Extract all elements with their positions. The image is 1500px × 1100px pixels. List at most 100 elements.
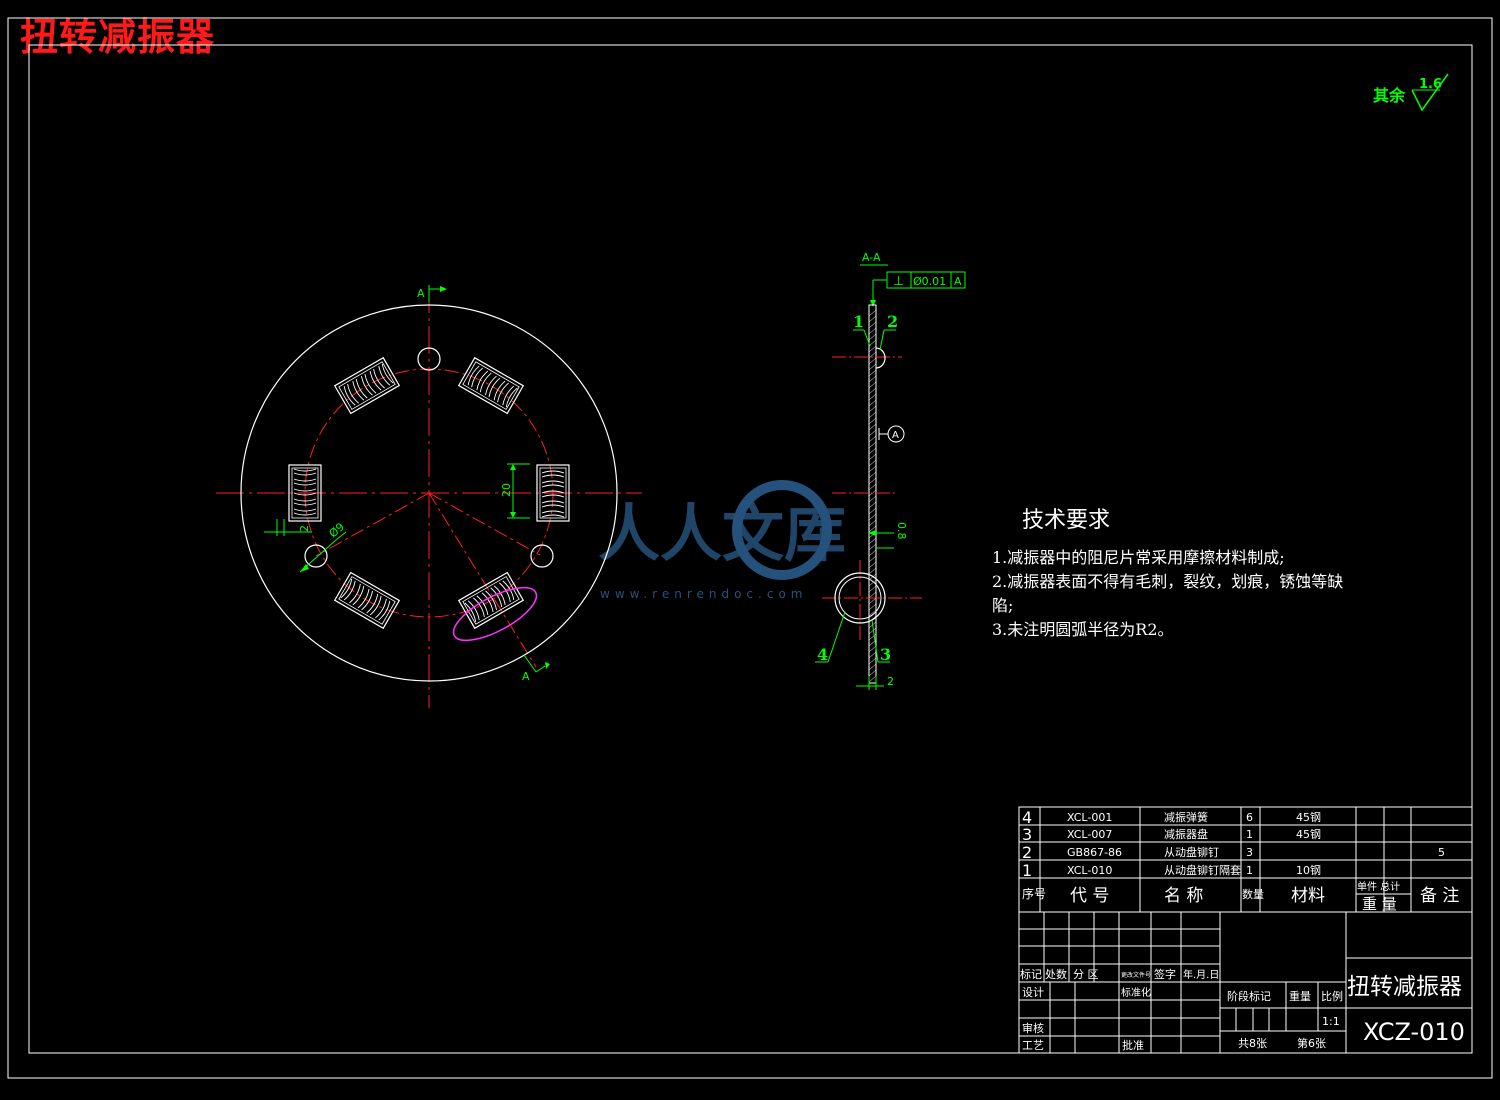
hatch-line: [868, 483, 877, 491]
hatch-line: [868, 417, 877, 425]
window-outline: [457, 356, 525, 415]
hatch-line: [868, 327, 877, 335]
window-inner: [462, 361, 520, 410]
spring-windows: [288, 356, 570, 630]
hatch-line: [868, 381, 877, 389]
window-inner: [338, 361, 396, 410]
hatch-line: [868, 423, 877, 431]
spring-coil: [369, 369, 385, 391]
spring-coil: [361, 374, 377, 396]
hatch-line: [868, 315, 877, 323]
spring-coil: [541, 500, 565, 508]
spring-coil: [481, 590, 497, 612]
hatch-line: [868, 627, 877, 635]
tb-part-name: 扭转减振器: [1347, 974, 1462, 1000]
tb-change-5: 年.月.日: [1183, 968, 1219, 981]
balloon-3-label: 3: [880, 645, 891, 664]
bom-no: 1: [1022, 861, 1032, 880]
dim-spring-gap-label: 2: [298, 525, 311, 532]
dim-hole-dia: Ø9: [299, 520, 347, 573]
rivet-hole-right: [530, 544, 554, 568]
window-outline: [457, 571, 525, 630]
hatch-line: [868, 405, 877, 413]
bom-qty: 3: [1246, 846, 1253, 859]
tb-standardize: 标准化: [1121, 986, 1151, 999]
watermark: 人人文库 www.renrendoc.com: [598, 480, 846, 601]
hatch-line: [868, 495, 877, 503]
bom-material: 10钢: [1296, 864, 1321, 877]
balloon-4: 4: [815, 611, 846, 664]
tb-scale-value: 1:1: [1322, 1015, 1340, 1028]
tech-line-3: 陷;: [992, 596, 1013, 615]
hatch-line: [868, 507, 877, 515]
bom-qty: 1: [1246, 828, 1253, 841]
spring-coil: [467, 365, 483, 388]
roughness-note: 其余 1.6: [1373, 73, 1449, 112]
tb-review: 审核: [1022, 1021, 1044, 1035]
hatch-line: [868, 339, 877, 347]
spring-coil: [293, 468, 317, 476]
hatch-line: [868, 543, 877, 551]
tech-line-1: 1.减振器中的阻尼片常采用摩擦材料制成;: [992, 548, 1285, 567]
inner-frame: [28, 44, 1473, 1054]
tolerance-frame: ⊥ Ø0.01 A: [870, 271, 966, 307]
hatch-line: [868, 579, 877, 587]
datum-a: A: [878, 425, 905, 443]
window-inner: [462, 576, 520, 625]
hatch-line: [868, 441, 877, 449]
pitch-circle: [304, 368, 554, 618]
tb-scale-label: 比例: [1321, 989, 1343, 1003]
tolerance-symbol: ⊥: [893, 274, 904, 289]
bom-no: 3: [1022, 825, 1032, 844]
watermark-url: www.renrendoc.com: [600, 587, 807, 601]
outer-frame: [7, 17, 1493, 1079]
hatch-line: [868, 663, 877, 671]
hatch-line: [868, 309, 877, 317]
tolerance-value: Ø0.01: [913, 275, 946, 288]
hatch-line: [868, 345, 877, 353]
bom-code: XCL-010: [1067, 864, 1112, 877]
tb-process: 工艺: [1022, 1039, 1044, 1052]
title-block: 标记 处数 分 区 更改文件号 签字 年.月.日 设计 标准化 审核 工艺 批准…: [1018, 911, 1473, 1054]
rivet-hole-top: [417, 347, 441, 371]
hatch-line: [868, 321, 877, 329]
window-inner: [539, 467, 567, 519]
spring-window: [536, 464, 570, 522]
spring-window: [457, 356, 525, 415]
spring-coil: [541, 470, 565, 478]
hatch-line: [868, 399, 877, 407]
section-mark-bottom: A: [522, 654, 550, 683]
spring-coil: [352, 379, 368, 401]
spring-coil: [493, 380, 509, 403]
hatch-line: [868, 357, 877, 365]
hatch-line: [868, 369, 877, 377]
tech-requirements: 技术要求 1.减振器中的阻尼片常采用摩擦材料制成; 2.减振器表面不得有毛刺，裂…: [992, 508, 1343, 639]
spring-coil: [293, 488, 317, 496]
hatch-line: [868, 513, 877, 521]
bom-remark: 5: [1438, 846, 1445, 859]
hatch-line: [868, 561, 877, 569]
dim-hole-dia-label: Ø9: [327, 520, 347, 540]
hatch-line: [868, 333, 877, 341]
hatch-line: [868, 591, 877, 599]
hatch-line: [868, 633, 877, 641]
bom-header-weight-bottom: 重 量: [1362, 895, 1397, 913]
tech-line-2: 2.减振器表面不得有毛刺，裂纹，划痕，锈蚀等缺: [992, 572, 1343, 591]
section-view: A-A ⊥ Ø0.01 A: [815, 251, 966, 690]
hatch-line: [868, 429, 877, 437]
front-view: A A 20 2 Ø9: [216, 285, 642, 708]
hatch-line: [868, 657, 877, 665]
spring-window: [457, 571, 525, 630]
bottom-dim: 2: [856, 675, 894, 690]
radial-line-1: [428, 492, 541, 556]
hatch-line: [868, 453, 877, 461]
radial-line-2: [315, 492, 430, 557]
spring-coil: [357, 588, 373, 611]
plate-hatch: [868, 309, 877, 683]
bom-header-code: 代 号: [1070, 886, 1109, 906]
bom-name: 从动盘铆钉隔套: [1164, 863, 1241, 877]
bom-header-qty: 数量: [1242, 888, 1264, 901]
tolerance-datum: A: [954, 275, 962, 288]
